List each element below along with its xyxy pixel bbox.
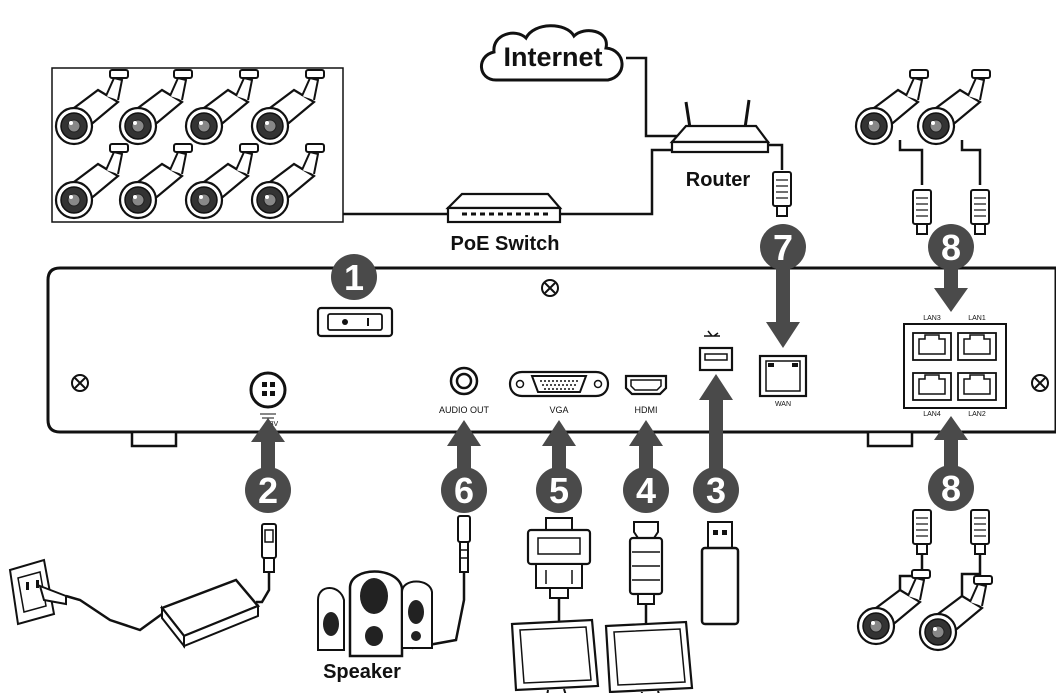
- step-8a-badge: 8: [928, 224, 974, 270]
- step-5-badge: 5: [536, 467, 582, 513]
- vga-cable: [526, 517, 592, 630]
- step-6-number: 6: [454, 470, 474, 511]
- lan1-port: [957, 332, 997, 361]
- bullet-camera-icon: [918, 574, 994, 652]
- hdmi-port: HDMI: [624, 374, 668, 415]
- power-adapter-icon: [65, 523, 277, 649]
- screw-icon: [541, 279, 559, 297]
- speaker-icon: [317, 515, 471, 658]
- rj45-plug-icon: [772, 171, 792, 217]
- step-badges: 1 7 8 2 6 5 4 3: [245, 224, 974, 513]
- wan-label: WAN: [775, 401, 791, 408]
- lan2-port: [957, 372, 997, 401]
- hdmi-cable: [628, 521, 664, 630]
- step-3-badge: 3: [693, 467, 739, 513]
- step-2-badge: 2: [245, 467, 291, 513]
- step-5-number: 5: [549, 470, 569, 511]
- usb-port: [698, 330, 734, 372]
- screw-icon: [71, 374, 89, 392]
- monitor-icon: [604, 620, 694, 693]
- rj45-plug-icon: [912, 189, 932, 235]
- camera-pair-bottom: [856, 509, 994, 652]
- lan3-port: [912, 332, 952, 361]
- power-switch: [316, 306, 394, 338]
- lan3-label: LAN3: [923, 315, 941, 322]
- step-4-number: 4: [636, 470, 656, 511]
- audio-out-port: AUDIO OUT: [439, 366, 490, 415]
- lan2-label: LAN2: [968, 411, 986, 418]
- rj45-plug-icon: [912, 509, 932, 555]
- step-3-number: 3: [706, 470, 726, 511]
- monitor-icon: [510, 618, 600, 693]
- camera-pair-top: [854, 68, 992, 235]
- screw-icon: [1031, 374, 1049, 392]
- hdmi-label: HDMI: [635, 405, 658, 415]
- step-1-badge: 1: [331, 254, 377, 300]
- lan-ports: LAN3 LAN1 LAN4 LAN2: [903, 315, 1007, 418]
- step-7-number: 7: [773, 227, 793, 268]
- router-icon: [669, 99, 771, 154]
- rj45-plug-icon: [970, 509, 990, 555]
- lan4-label: LAN4: [923, 411, 941, 418]
- wall-outlet-icon: [8, 558, 67, 626]
- step-7-badge: 7: [760, 224, 806, 270]
- vga-port: VGA: [508, 370, 610, 415]
- nvr-back-panel: 48V AUDIO OUT VGA HDMI: [46, 266, 1056, 448]
- usb-drive-icon: [700, 521, 740, 626]
- rj45-plug-icon: [970, 189, 990, 235]
- switch-icon: [445, 192, 563, 224]
- step-4-badge: 4: [623, 467, 669, 513]
- poe-switch-label: PoE Switch: [451, 233, 560, 255]
- bullet-camera-icon: [916, 68, 992, 146]
- step-8b-number: 8: [941, 468, 961, 509]
- internet-cloud: Internet: [480, 24, 624, 82]
- lan1-label: LAN1: [968, 315, 986, 322]
- bullet-camera-icon: [854, 68, 930, 146]
- camera-group: [51, 67, 344, 223]
- step-8b-badge: 8: [928, 465, 974, 511]
- step-1-number: 1: [344, 257, 364, 298]
- vga-label: VGA: [549, 405, 568, 415]
- step-8a-number: 8: [941, 227, 961, 268]
- speaker-label: Speaker: [323, 661, 401, 683]
- router-label: Router: [686, 169, 751, 191]
- audio-out-label: AUDIO OUT: [439, 405, 490, 415]
- step-6-badge: 6: [441, 467, 487, 513]
- step-2-number: 2: [258, 470, 278, 511]
- network-cables: [343, 56, 784, 216]
- lan4-port: [912, 372, 952, 401]
- internet-label: Internet: [503, 42, 602, 72]
- wan-port: WAN: [758, 354, 808, 408]
